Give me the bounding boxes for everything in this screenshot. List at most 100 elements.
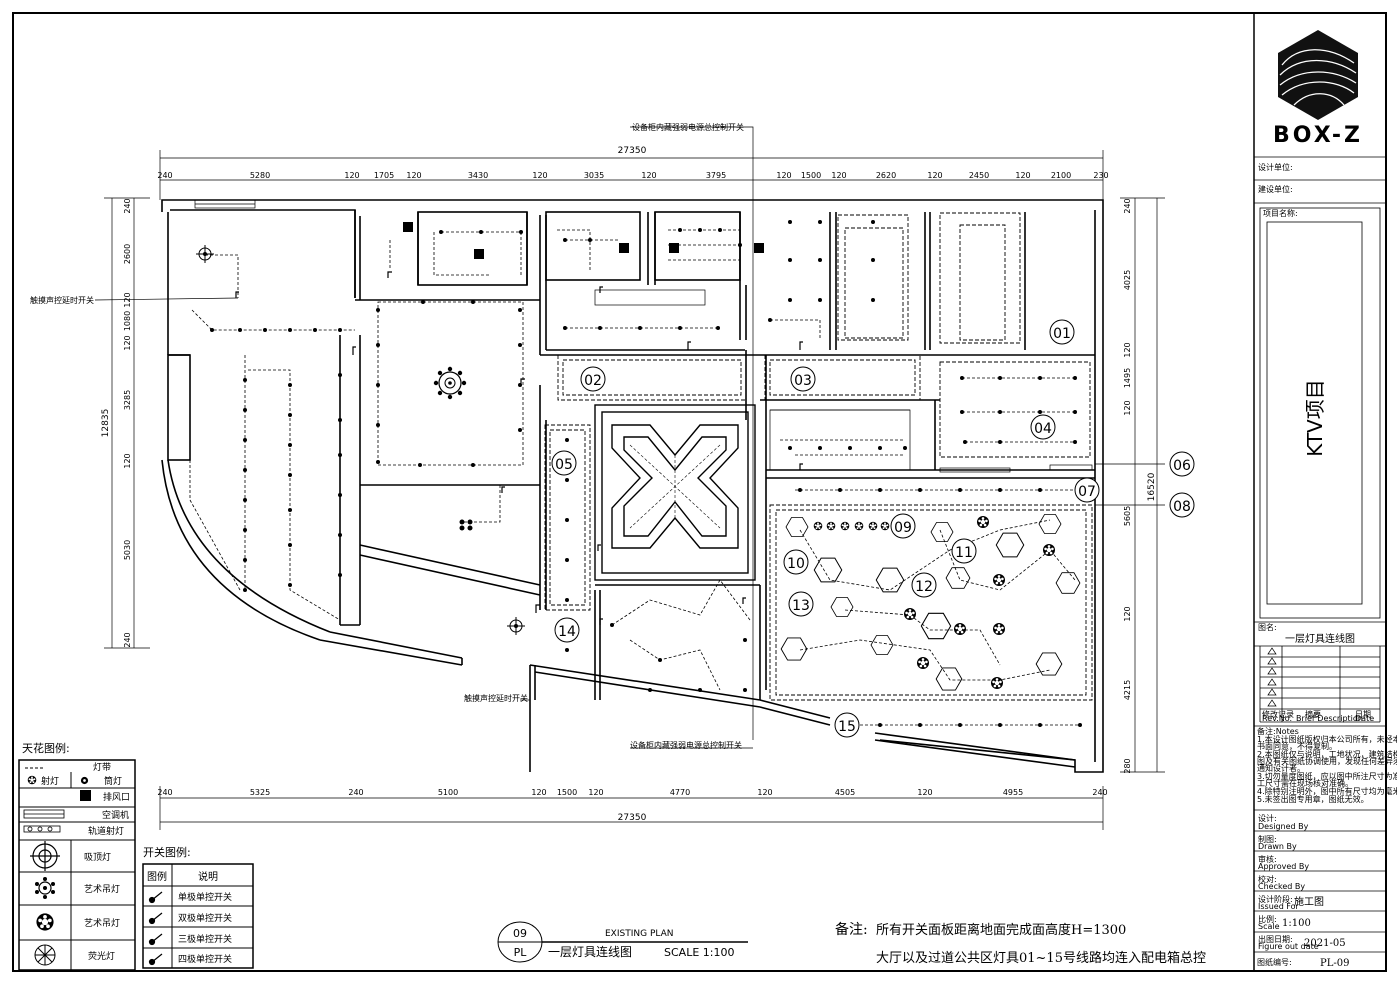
dim-left-9: 240: [123, 632, 132, 647]
tb-date-en: Figure out date: [1258, 942, 1319, 951]
circuit-14: 14: [554, 617, 580, 643]
circuit-05: 05: [551, 450, 577, 476]
dim-bottom-6: 1500: [557, 788, 577, 797]
circuit-15-label: 15: [838, 719, 856, 735]
switch-row-1: 单极单控开关: [178, 891, 232, 903]
circuit-13-label: 13: [792, 598, 810, 614]
circuit-12-label: 12: [915, 579, 933, 595]
dim-left-2: 2600: [123, 244, 132, 264]
switch-col-desc: 说明: [198, 870, 218, 883]
tb-checked-en: Checked By: [1258, 882, 1305, 891]
legend-ceiling-lamp-label: 吸顶灯: [84, 852, 111, 863]
tb-drawn: 制图:: [1258, 834, 1277, 844]
tb-note-8: 4.除特别注明外，图中所有尺寸均为毫米单位。: [1257, 786, 1397, 796]
floor-plan-walls: [161, 199, 1104, 773]
tb-project-name-label: 项目名称:: [1263, 208, 1298, 218]
circuit-05-label: 05: [555, 457, 573, 473]
circuit-10-label: 10: [787, 556, 805, 572]
circuit-12: 12: [911, 572, 937, 598]
logo-text: BOX-Z: [1273, 123, 1363, 148]
dim-top-8: 3035: [584, 171, 604, 180]
tb-number-label: 图纸编号:: [1257, 957, 1292, 967]
dim-bottom-9: 120: [757, 788, 772, 797]
tb-scale-en: Scale: [1258, 922, 1280, 931]
exhaust-vents: [403, 222, 764, 259]
circuit-04: 04: [1030, 414, 1056, 440]
dim-top-13: 120: [831, 171, 846, 180]
circuit-06: 06: [1169, 451, 1195, 477]
central-ceiling-feature: [594, 404, 756, 581]
downlight-icon: [80, 776, 89, 785]
circuit-02-label: 02: [584, 373, 602, 389]
tb-design-unit: 设计单位:: [1258, 162, 1293, 172]
art-chandeliers-lounge: [904, 516, 1055, 689]
tb-rev-col-2-en: Brief Description: [1296, 714, 1363, 723]
dim-right-7: 120: [1123, 606, 1132, 621]
tb-stage-value: 施工图: [1294, 895, 1324, 908]
notes-line-2: 大厅以及过道公共区灯具01~15号线路均连入配电箱总控: [876, 950, 1206, 966]
tb-date-label: 出图日期:: [1258, 934, 1293, 944]
art-chandelier-icon: [35, 877, 55, 899]
wiring-circuits: [189, 229, 1080, 726]
dim-top-16: 2450: [969, 171, 989, 180]
circuit-08: 08: [1169, 492, 1195, 518]
legend-fluorescent-label: 荧光灯: [88, 950, 115, 962]
switch-1p-icon: [148, 891, 163, 904]
dim-bottom-4: 5100: [438, 788, 458, 797]
circuit-11-label: 11: [955, 545, 973, 561]
track-light-icon: [23, 825, 61, 833]
dim-right-5: 120: [1123, 400, 1132, 415]
dim-top-5: 120: [406, 171, 421, 180]
dim-bottom-total: 27350: [618, 813, 647, 823]
tb-notes: 1.本设计图纸版权归本公司所有，未经本公司 书面同意，不得复制。 2.本图纸仅与…: [1257, 734, 1397, 804]
dim-left-total: 12835: [101, 409, 111, 438]
tb-date-value: 2021-05: [1304, 938, 1346, 949]
plan-title-block: [497, 921, 748, 963]
dim-top-19: 230: [1093, 171, 1108, 180]
circuit-14-label: 14: [558, 624, 576, 640]
dim-top-12: 1500: [801, 171, 821, 180]
circuit-15: 15: [834, 712, 860, 738]
dim-right-2: 4025: [1123, 270, 1132, 290]
circuit-labels: 01 02 03 04 05 06 07 08 09 10 11 12 13 1…: [551, 319, 1195, 738]
legend-aircon-label: 空调机: [102, 809, 129, 821]
dim-right-total: 16520: [1147, 472, 1157, 501]
dimension-right: [1120, 197, 1165, 773]
circuit-06-label: 06: [1173, 458, 1191, 474]
tb-drawing-name: 一层灯具连线图: [1285, 632, 1355, 645]
legend-exhaust-label: 排风口: [103, 791, 130, 803]
dim-bottom-segments: 240 5325 240 5100 120 1500 120 4770 120 …: [157, 788, 1107, 797]
circuit-09: 09: [890, 513, 916, 539]
tb-note-2: 书面同意，不得复制。: [1257, 741, 1337, 751]
ceiling-lamp-icon: [30, 841, 60, 871]
spot-fixtures: [210, 220, 1082, 727]
dim-left-5: 120: [123, 335, 132, 350]
sheet-border: [12, 12, 1387, 972]
tb-client-unit: 建设单位:: [1258, 184, 1293, 194]
legend-strip-label: 灯带: [93, 762, 111, 773]
ceiling-lamp-1: [196, 245, 214, 263]
circuit-01-label: 01: [1053, 326, 1071, 342]
dim-right-8: 4215: [1123, 680, 1132, 700]
dim-left-segments: 240 2600 120 1080 120 3285 120 5030 240: [123, 198, 132, 647]
circuit-04-label: 04: [1034, 421, 1052, 437]
tb-scale-value: 1:100: [1282, 918, 1311, 929]
dim-top-17: 120: [1015, 171, 1030, 180]
dim-top-4: 1705: [374, 171, 394, 180]
tb-note-5: 通知设计者。: [1257, 763, 1305, 773]
callout-leaders: [94, 126, 1165, 749]
tb-approved-en: Approved By: [1258, 862, 1309, 871]
tb-rev-col-1: 修改记录: [1262, 709, 1294, 719]
dim-top-15: 120: [927, 171, 942, 180]
dim-left-6: 3285: [123, 390, 132, 410]
switch-legend-title: 开关图例:: [143, 845, 191, 859]
switch-2p-icon: [148, 912, 163, 925]
dim-bottom-10: 4505: [835, 788, 855, 797]
dim-right-6: 5605: [1123, 506, 1132, 526]
dim-bottom-7: 120: [588, 788, 603, 797]
tb-scale-label: 比例:: [1258, 914, 1277, 924]
spot-cluster-09: [813, 521, 890, 531]
switch-row-3: 三极单控开关: [178, 933, 232, 945]
legend-track-label: 轨道射灯: [88, 825, 124, 837]
